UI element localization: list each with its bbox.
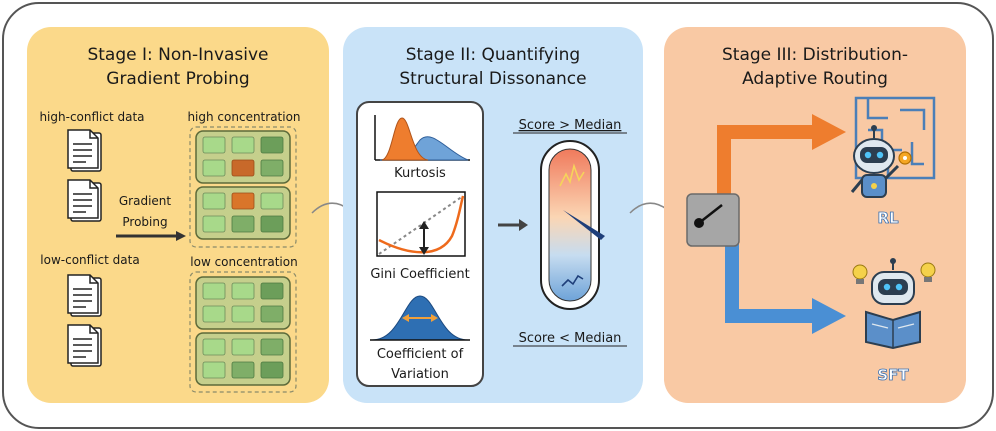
stage3-title-line1: Stage III: Distribution-: [722, 45, 908, 65]
gini-coefficient-plot: [376, 191, 466, 257]
high-concentration-group: [189, 126, 297, 248]
stage2-title-line2: Structural Dissonance: [399, 69, 586, 89]
lightbulb-icon: [852, 264, 868, 284]
high-conflict-label: high-conflict data: [39, 110, 144, 124]
document-icon: [67, 324, 102, 367]
stage3-panel: Stage III: Distribution- Adaptive Routin…: [664, 27, 966, 403]
sft-robot-reading-icon: [865, 258, 921, 350]
stage1-title-line2: Gradient Probing: [106, 69, 249, 89]
gini-coefficient-label: Gini Coefficient: [370, 267, 469, 282]
document-icon: [67, 179, 102, 222]
coefficient-of-variation-label-line1: Coefficient of: [377, 347, 464, 362]
sft-label: SFT: [877, 366, 909, 384]
stage3-title-line2: Adaptive Routing: [742, 69, 888, 89]
lightbulb-icon: [920, 262, 936, 282]
document-icon: [67, 274, 102, 317]
stage1-panel: Stage I: Non-Invasive Gradient Probing h…: [27, 27, 329, 403]
gradient-grid-low-1: [195, 276, 291, 330]
low-concentration-group: [189, 271, 297, 393]
metrics-to-score-arrow: [498, 219, 528, 231]
gradient-probing-label-line2: Probing: [122, 215, 167, 229]
rl-robot-icon: [850, 125, 912, 198]
stage1-title-line1: Stage I: Non-Invasive: [87, 45, 268, 65]
coefficient-of-variation-plot: [370, 295, 470, 341]
rl-label: RL: [877, 209, 899, 227]
kurtosis-plot: [374, 115, 470, 161]
coefficient-of-variation-label-line2: Variation: [391, 367, 449, 382]
rl-route-arrow: [717, 114, 846, 195]
stage2-title-line1: Stage II: Quantifying: [406, 45, 580, 65]
stage2-panel: Stage II: Quantifying Structural Dissona…: [343, 27, 643, 403]
sft-route-arrow: [725, 242, 846, 334]
gradient-grid-high-2: [195, 186, 291, 240]
low-conflict-label: low-conflict data: [40, 253, 139, 267]
gradient-grid-low-2: [195, 332, 291, 386]
score-above-median-label: Score > Median: [519, 118, 622, 133]
high-concentration-label: high concentration: [187, 110, 300, 124]
gradient-grid-high-1: [195, 130, 291, 184]
gradient-probing-label-line1: Gradient: [119, 194, 172, 208]
score-below-median-label: Score < Median: [519, 331, 622, 346]
router-switch-icon: [686, 193, 740, 247]
score-thermometer: [540, 140, 605, 310]
document-icon: [67, 129, 102, 172]
gradient-probing-arrow: [116, 231, 186, 241]
kurtosis-label: Kurtosis: [394, 166, 446, 181]
low-concentration-label: low concentration: [190, 255, 297, 269]
